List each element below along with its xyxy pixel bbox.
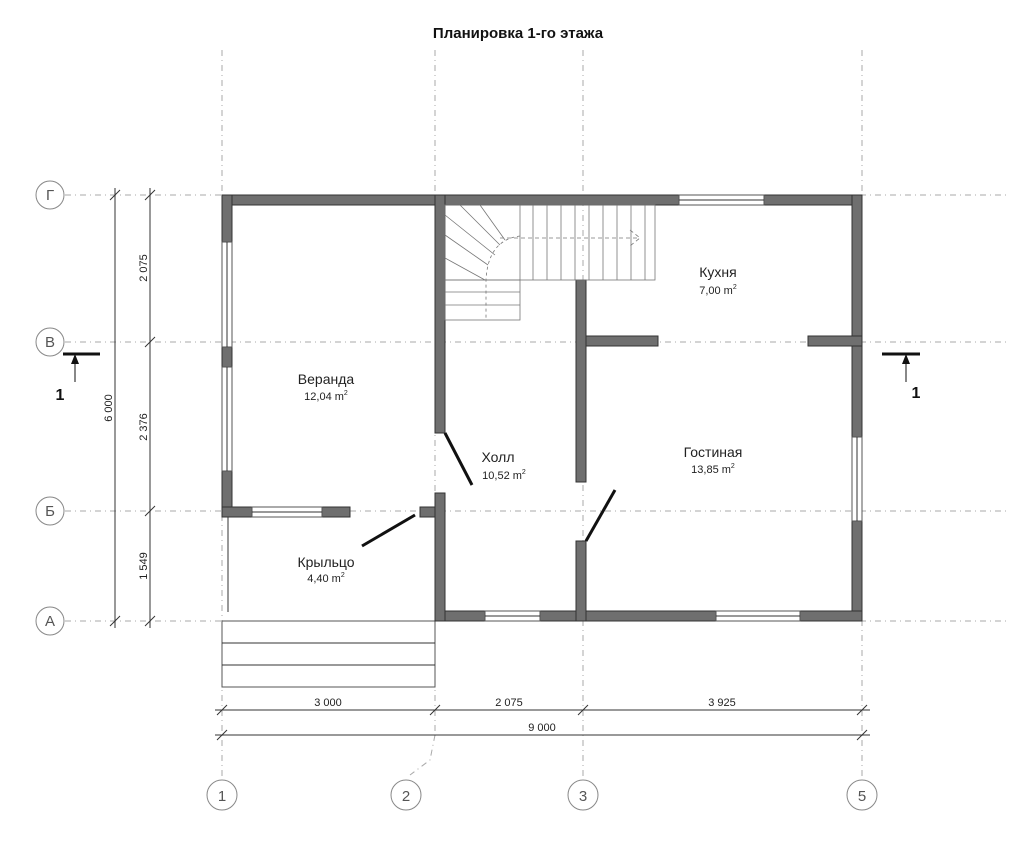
horizontal-dimensions: 3 000 2 075 3 925 9 000 [215,697,870,741]
axis-bubble-row-v [35,327,65,357]
axis-label-col-1: 1 [218,788,226,805]
axis-bubble-row-g [35,180,65,210]
page-title: Планировка 1-го этажа [433,25,604,42]
doors [361,432,617,548]
axis-bubble-row-b [35,496,65,526]
column-axis-markers: 1 2 3 5 [206,779,878,811]
dim-horizontal-1: 3 000 [314,697,342,709]
dim-vertical-2: 2 376 [138,413,150,441]
room-area-kitchen: 7,00 m2 [699,284,737,297]
room-area-hall: 10,52 m2 [482,469,526,482]
axis-label-col-3: 3 [579,788,587,805]
row-axis-markers: Г В Б А [35,180,65,636]
axis-label-col-5: 5 [858,788,866,805]
walls [221,194,863,622]
dim-horizontal-3: 3 925 [708,697,736,709]
room-area-living: 13,85 m2 [691,463,735,476]
axis-bubble-col-1 [206,779,238,811]
section-mark-left: 1 [56,352,100,404]
section-mark-right-label: 1 [912,385,921,402]
room-name-porch: Крыльцо [297,554,354,570]
axis-label-row-v: В [45,334,55,351]
room-labels: Веранда 12,04 m2 Холл 10,52 m2 Кухня 7,0… [297,264,742,585]
grid-lines [65,50,1010,780]
axis-bubble-col-5 [846,779,878,811]
axis-bubble-col-2 [390,779,422,811]
axis-label-row-b: Б [45,503,55,520]
section-mark-right: 1 [882,352,921,402]
dim-total-vertical: 6 000 [103,394,115,422]
axis-bubble-row-a [35,606,65,636]
section-mark-left-label: 1 [56,387,65,404]
vertical-dimensions: 6 000 2 075 2 376 1 549 [103,188,156,628]
staircase [444,204,656,321]
axis-label-row-g: Г [46,187,54,204]
porch-steps [221,515,436,688]
room-name-hall: Холл [482,449,515,465]
room-area-veranda: 12,04 m2 [304,390,348,403]
windows [221,194,863,622]
axis-label-col-2: 2 [402,788,410,805]
dim-horizontal-2: 2 075 [495,697,523,709]
dim-vertical-1: 2 075 [138,254,150,282]
axis-label-row-a: А [45,613,55,630]
room-name-living: Гостиная [684,444,743,460]
dim-vertical-3: 1 549 [138,552,150,580]
room-area-porch: 4,40 m2 [307,572,345,585]
room-name-veranda: Веранда [298,371,355,387]
dim-total-horizontal: 9 000 [528,722,556,734]
room-name-kitchen: Кухня [699,264,736,280]
axis-bubble-col-3 [567,779,599,811]
